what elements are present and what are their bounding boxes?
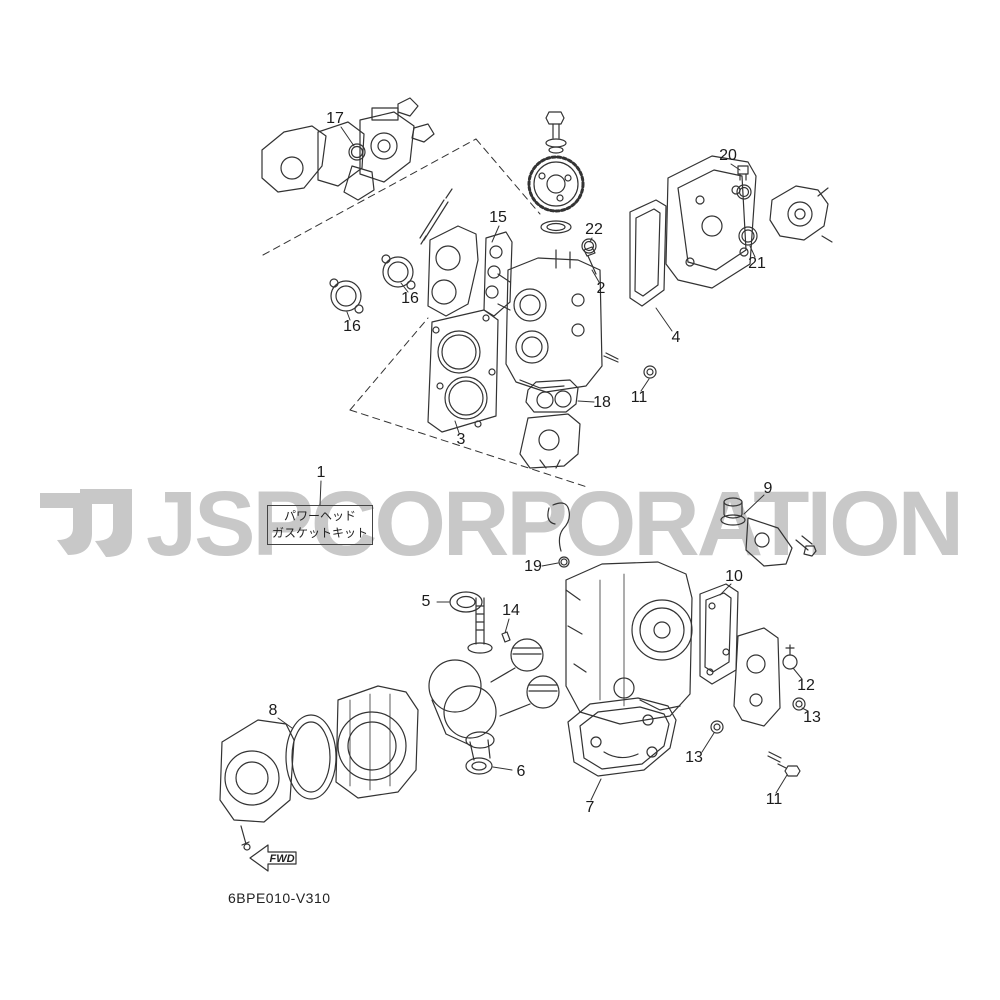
jsp-logo-icon bbox=[40, 489, 132, 557]
ring-gasket-16a bbox=[381, 254, 416, 290]
cover-gasket-8 bbox=[285, 714, 337, 800]
thermostat-9 bbox=[720, 497, 817, 567]
timing-gear-assembly bbox=[527, 111, 585, 234]
head-cover-gasket-4 bbox=[629, 199, 667, 307]
exhaust-gasket-18 bbox=[525, 379, 579, 413]
intake-manifold bbox=[427, 225, 479, 317]
crankcase-gasket-10 bbox=[699, 583, 739, 685]
o-ring-17 bbox=[348, 143, 366, 161]
mount-bracket bbox=[733, 627, 781, 727]
head-gasket-3 bbox=[427, 309, 499, 433]
cylinder-block bbox=[497, 249, 603, 393]
fwd-label: FWD bbox=[269, 853, 294, 865]
o-ring-22 bbox=[581, 238, 597, 254]
carburetor-assembly bbox=[261, 97, 435, 201]
leader-lines bbox=[277, 126, 809, 801]
group-dashed-lines bbox=[262, 138, 588, 488]
kit-label-box: パワーヘッド ガスケットキット bbox=[267, 505, 373, 545]
manifold-bolt bbox=[419, 188, 453, 245]
washer-13b bbox=[710, 720, 724, 734]
cylinder-head-cover bbox=[665, 155, 757, 289]
oil-seal-5 bbox=[449, 591, 483, 613]
manifold-gasket-15 bbox=[483, 231, 513, 317]
fitting-12 bbox=[782, 644, 798, 670]
crankcase-block bbox=[565, 561, 693, 725]
crankcase-cover-left bbox=[219, 719, 295, 851]
crankshaft-assembly bbox=[428, 597, 560, 761]
washer-13a bbox=[792, 697, 806, 711]
o-ring-21 bbox=[738, 226, 758, 246]
plug-20 bbox=[736, 165, 752, 200]
kit-label-line1: パワーヘッド bbox=[283, 508, 356, 523]
bolt-plug-11b bbox=[767, 751, 801, 777]
diagram-part-code: 6BPE010-V310 bbox=[228, 890, 331, 906]
ring-gasket-16b bbox=[329, 278, 364, 314]
fwd-arrow-icon: FWD bbox=[249, 844, 297, 872]
kit-label-line2: ガスケットキット bbox=[271, 526, 368, 540]
bolt-2 bbox=[583, 246, 597, 275]
oil-seal-6 bbox=[465, 757, 493, 775]
breather-tube-19 bbox=[547, 502, 570, 568]
fuel-pump bbox=[769, 185, 833, 243]
exhaust-plate-gasket-7 bbox=[567, 697, 677, 777]
exhaust-elbow bbox=[519, 413, 581, 469]
woodruff-key-14 bbox=[501, 631, 511, 643]
anode-plug-11a bbox=[603, 352, 657, 379]
crankcase-cover-right bbox=[335, 685, 419, 799]
